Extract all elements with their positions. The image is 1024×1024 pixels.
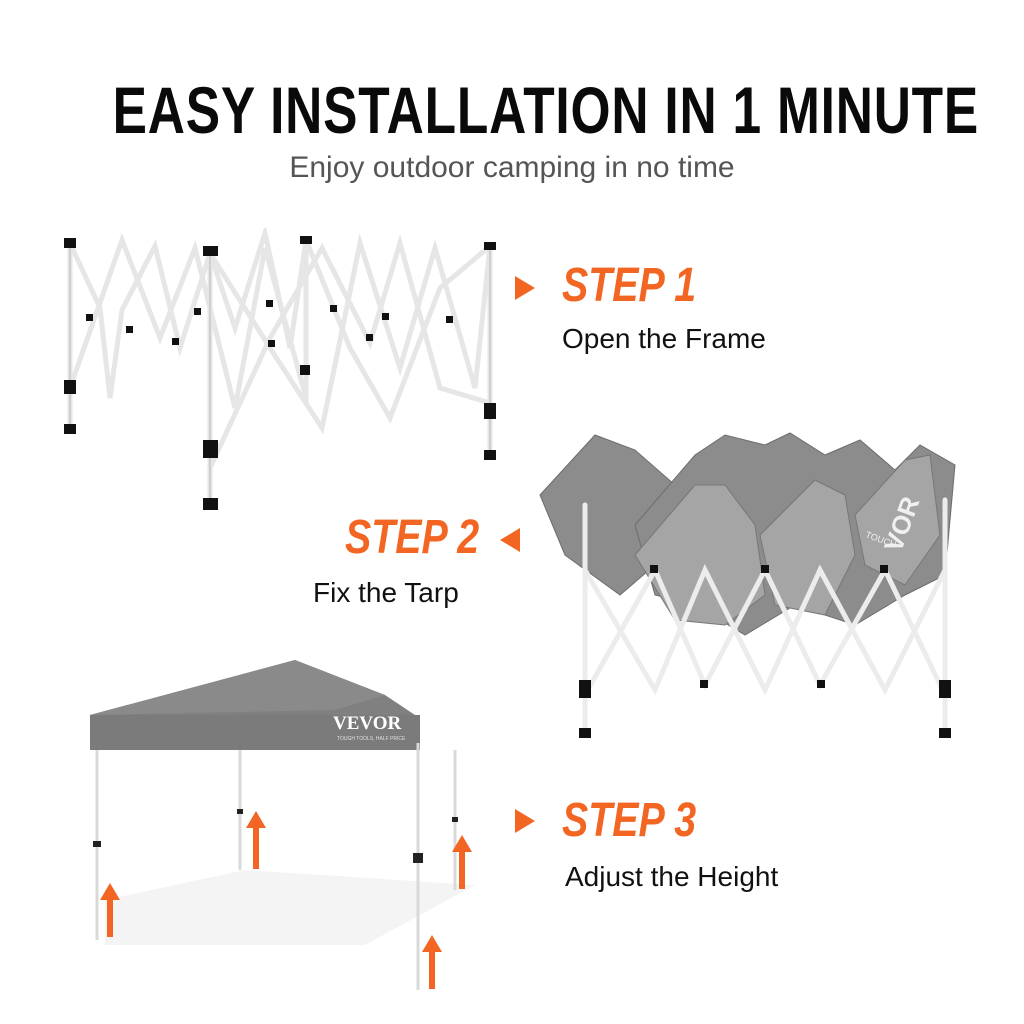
page-title: EASY INSTALLATION IN 1 MINUTE <box>112 73 980 147</box>
canopy-illustration: VEVOR TOUGH TOOLS, HALF PRICE <box>85 655 485 1000</box>
step-3-description: Adjust the Height <box>565 861 779 892</box>
step-2-description-text: Fix the Tarp <box>313 577 459 608</box>
triangle-right-icon <box>515 809 535 833</box>
open-frame-illustration <box>60 228 510 523</box>
vevor-logo: VEVOR <box>333 713 402 734</box>
page-subtitle: Enjoy outdoor camping in no time <box>289 151 735 184</box>
step-1-title: STEP 1 <box>562 259 697 312</box>
height-arrows <box>100 811 472 989</box>
vevor-tagline: TOUGH TOOLS, HALF PRICE <box>337 736 406 742</box>
step-1-description: Open the Frame <box>562 323 766 354</box>
tarp-frame-illustration: VOR TOUCH <box>525 425 965 750</box>
step-2-title: STEP 2 <box>345 511 480 564</box>
step-3-title: STEP 3 <box>562 794 697 847</box>
triangle-left-icon <box>500 528 520 552</box>
triangle-right-icon <box>515 276 535 300</box>
